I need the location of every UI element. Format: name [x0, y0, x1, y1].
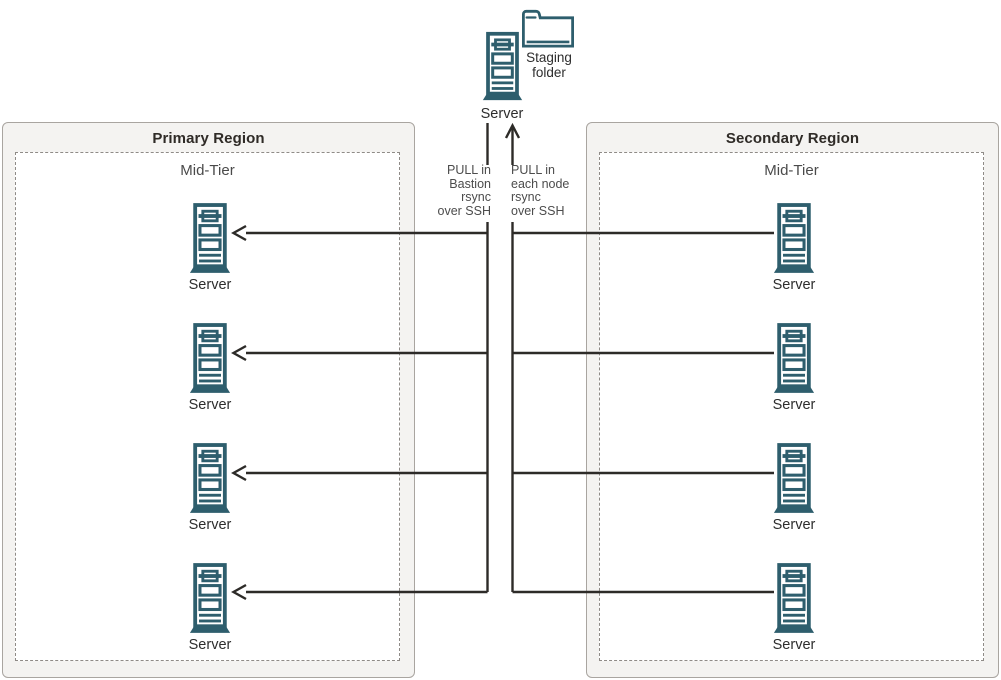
primary-arrowhead-4 — [231, 583, 247, 601]
server-label: Server — [772, 637, 816, 653]
primary-server-node: Server — [180, 563, 240, 653]
server-icon — [189, 563, 231, 633]
node-pull-label: PULL in each node rsync over SSH — [511, 163, 570, 218]
server-label: Server — [188, 517, 232, 533]
secondary-region-title: Secondary Region — [725, 130, 860, 147]
primary-server-node: Server — [180, 203, 240, 293]
server-label: Server — [188, 397, 232, 413]
bastion-pull-label: PULL in Bastion rsync over SSH — [437, 163, 492, 218]
primary-arrowhead-2 — [231, 344, 247, 362]
server-label: Server — [480, 106, 524, 122]
server-label: Server — [772, 517, 816, 533]
server-icon — [773, 203, 815, 273]
staging-folder-label: Staging folder — [526, 50, 572, 80]
server-icon — [189, 323, 231, 393]
up-arrowhead — [504, 122, 521, 139]
secondary-server-node: Server — [764, 203, 824, 293]
staging-folder-icon — [522, 9, 574, 48]
server-icon — [773, 443, 815, 513]
server-icon — [189, 203, 231, 273]
primary-arrowhead-3 — [231, 464, 247, 482]
secondary-midtier-label: Mid-Tier — [764, 162, 819, 179]
secondary-server-node: Server — [764, 563, 824, 653]
server-icon — [482, 31, 522, 101]
server-icon — [773, 563, 815, 633]
primary-server-node: Server — [180, 443, 240, 533]
server-icon — [189, 443, 231, 513]
secondary-server-node: Server — [764, 443, 824, 533]
server-label: Server — [772, 397, 816, 413]
primary-server-node: Server — [180, 323, 240, 413]
server-label: Server — [188, 277, 232, 293]
server-label: Server — [772, 277, 816, 293]
staging-server-node: Server — [472, 30, 532, 122]
primary-region-title: Primary Region — [152, 130, 265, 147]
primary-arrowhead-1 — [231, 224, 247, 242]
primary-midtier-label: Mid-Tier — [180, 162, 235, 179]
server-icon — [773, 323, 815, 393]
server-label: Server — [188, 637, 232, 653]
secondary-server-node: Server — [764, 323, 824, 413]
